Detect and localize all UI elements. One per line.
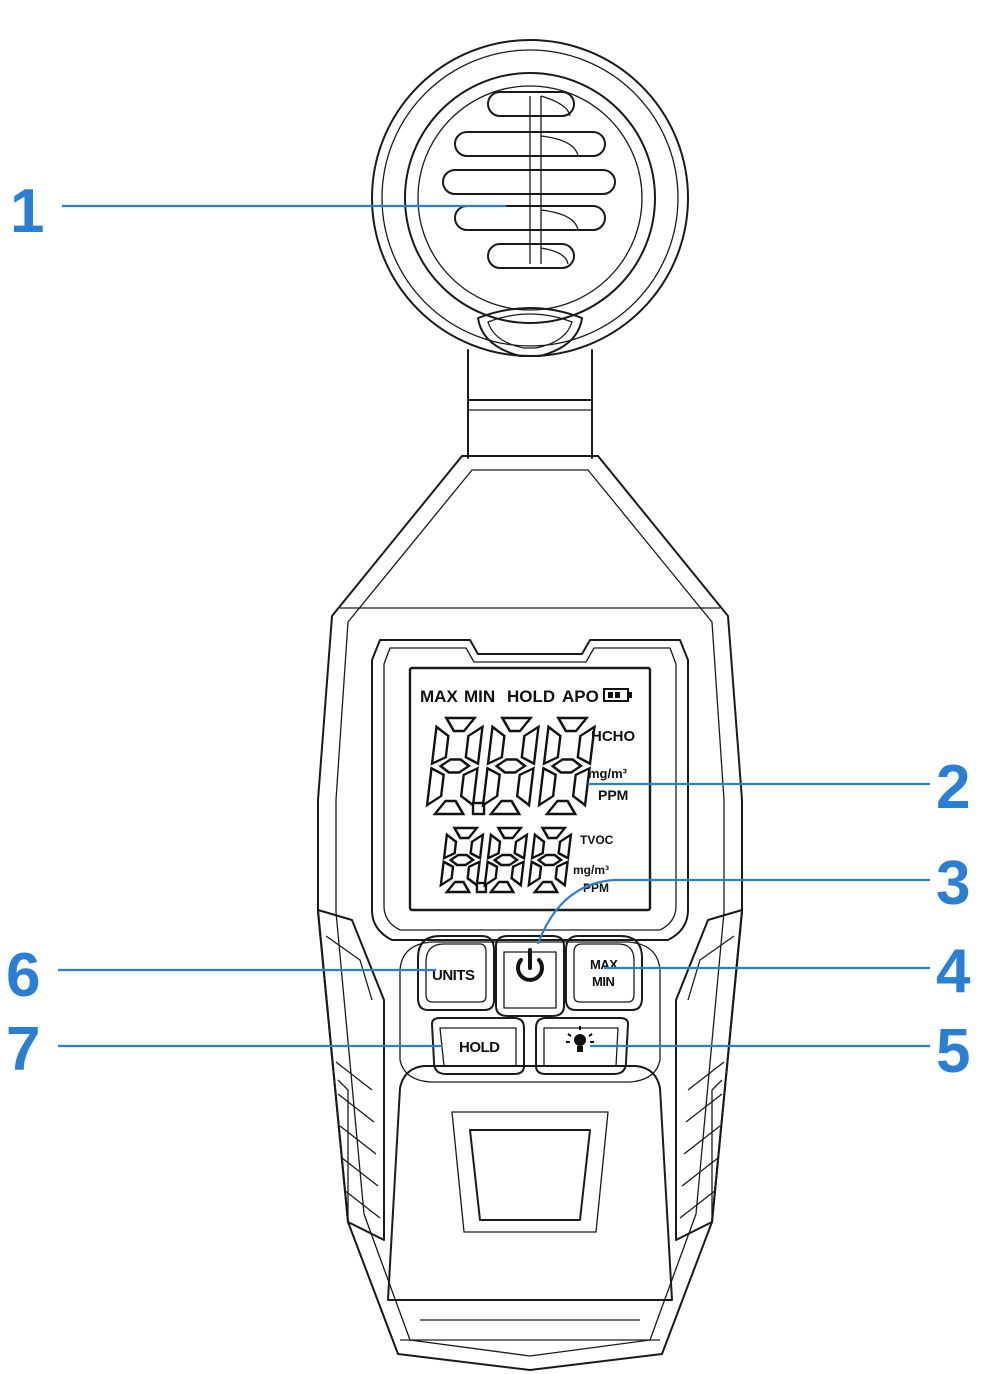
callout-number-3: 3 (936, 849, 970, 918)
segment-e (527, 859, 543, 888)
backlight-bulb-icon (566, 1026, 594, 1052)
segment-f (530, 832, 546, 861)
segment-e (425, 766, 445, 808)
max-min-button-label-min: MIN (592, 974, 614, 989)
segment-c (466, 859, 482, 888)
callout-number-1: 1 (10, 177, 44, 246)
segment-a (452, 826, 480, 840)
display-bezel (371, 639, 689, 941)
secondary-unit-mass: mg/m³ (573, 863, 609, 877)
right-grip (675, 909, 743, 1241)
power-icon (516, 948, 544, 982)
segment-g (494, 758, 527, 774)
neck (467, 349, 593, 459)
backlight-button[interactable] (535, 1017, 629, 1075)
decimal-point (475, 881, 488, 894)
decimal-point (471, 801, 486, 816)
lcd-digit (527, 826, 573, 894)
segment-b (576, 724, 596, 766)
battery-icon (603, 688, 632, 702)
lcd-digit (537, 716, 596, 816)
segment-g (448, 853, 476, 867)
segment-a (444, 716, 478, 733)
segment-e (481, 766, 501, 808)
lcd-screen: MAX MIN HOLD APO HCHO mg/m³ PPM TVOC mg/… (408, 666, 652, 912)
indicator-apo: APO (562, 687, 599, 706)
segment-a (540, 826, 568, 840)
lanyard-hole (477, 307, 583, 357)
segment-d (444, 880, 472, 894)
lcd-digit (481, 716, 540, 816)
units-button[interactable]: UNITS (417, 935, 495, 1011)
callout-number-6: 6 (6, 941, 40, 1010)
indicator-hold: HOLD (507, 687, 555, 706)
segment-f (486, 724, 506, 766)
callout-number-5: 5 (936, 1017, 970, 1086)
segment-d (488, 799, 522, 816)
callout-2: 2 (588, 753, 970, 822)
callout-7: 7 (6, 1015, 442, 1084)
segment-b (464, 724, 484, 766)
lower-panel (387, 1065, 673, 1301)
segment-f (442, 832, 458, 861)
primary-reading-digits (425, 716, 596, 816)
hold-button[interactable]: HOLD (431, 1017, 525, 1075)
callout-1: 1 (10, 177, 506, 246)
segment-g (550, 758, 583, 774)
segment-f (430, 724, 450, 766)
segment-g (492, 853, 520, 867)
segment-b (520, 724, 540, 766)
segment-c (459, 766, 479, 808)
segment-c (515, 766, 535, 808)
primary-unit-ppm: PPM (598, 787, 628, 803)
segment-f (542, 724, 562, 766)
callout-5: 5 (590, 1017, 970, 1086)
segment-a (496, 826, 524, 840)
segment-d (488, 880, 516, 894)
max-min-button[interactable]: MAX MIN (565, 935, 643, 1011)
secondary-reading-digits (439, 826, 573, 894)
segment-c (510, 859, 526, 888)
callout-3: 3 (536, 849, 970, 945)
segment-d (544, 799, 578, 816)
units-button-label: UNITS (432, 967, 475, 984)
segment-b (557, 832, 573, 861)
callout-number-2: 2 (936, 753, 970, 822)
segment-f (486, 832, 502, 861)
callout-6: 6 (6, 941, 436, 1010)
primary-gas-label: HCHO (591, 728, 635, 745)
segment-d (532, 880, 560, 894)
callout-number-7: 7 (6, 1015, 40, 1084)
segment-g (438, 758, 471, 774)
indicator-max: MAX (420, 687, 458, 706)
meter-body (317, 455, 743, 1371)
segment-a (500, 716, 534, 733)
segment-b (513, 832, 529, 861)
left-grip (317, 909, 385, 1241)
callout-number-4: 4 (936, 937, 971, 1006)
segment-e (439, 859, 455, 888)
segment-d (432, 799, 466, 816)
segment-c (554, 859, 570, 888)
segment-e (537, 766, 557, 808)
sensor-grille (442, 91, 616, 269)
power-button[interactable] (495, 935, 565, 1017)
secondary-gas-label: TVOC (580, 833, 614, 847)
lcd-digit (439, 826, 485, 894)
max-min-button-label-max: MAX (590, 957, 618, 972)
sensor-head (371, 39, 689, 357)
segment-g (536, 853, 564, 867)
segment-e (483, 859, 499, 888)
segment-b (469, 832, 485, 861)
lcd-digit (425, 716, 484, 816)
hold-button-label: HOLD (459, 1039, 500, 1056)
primary-unit-mass: mg/m³ (588, 766, 628, 781)
segment-c (571, 766, 591, 808)
indicator-min: MIN (464, 687, 495, 706)
lcd-digit (483, 826, 529, 894)
segment-a (556, 716, 590, 733)
callout-4: 4 (604, 937, 971, 1006)
